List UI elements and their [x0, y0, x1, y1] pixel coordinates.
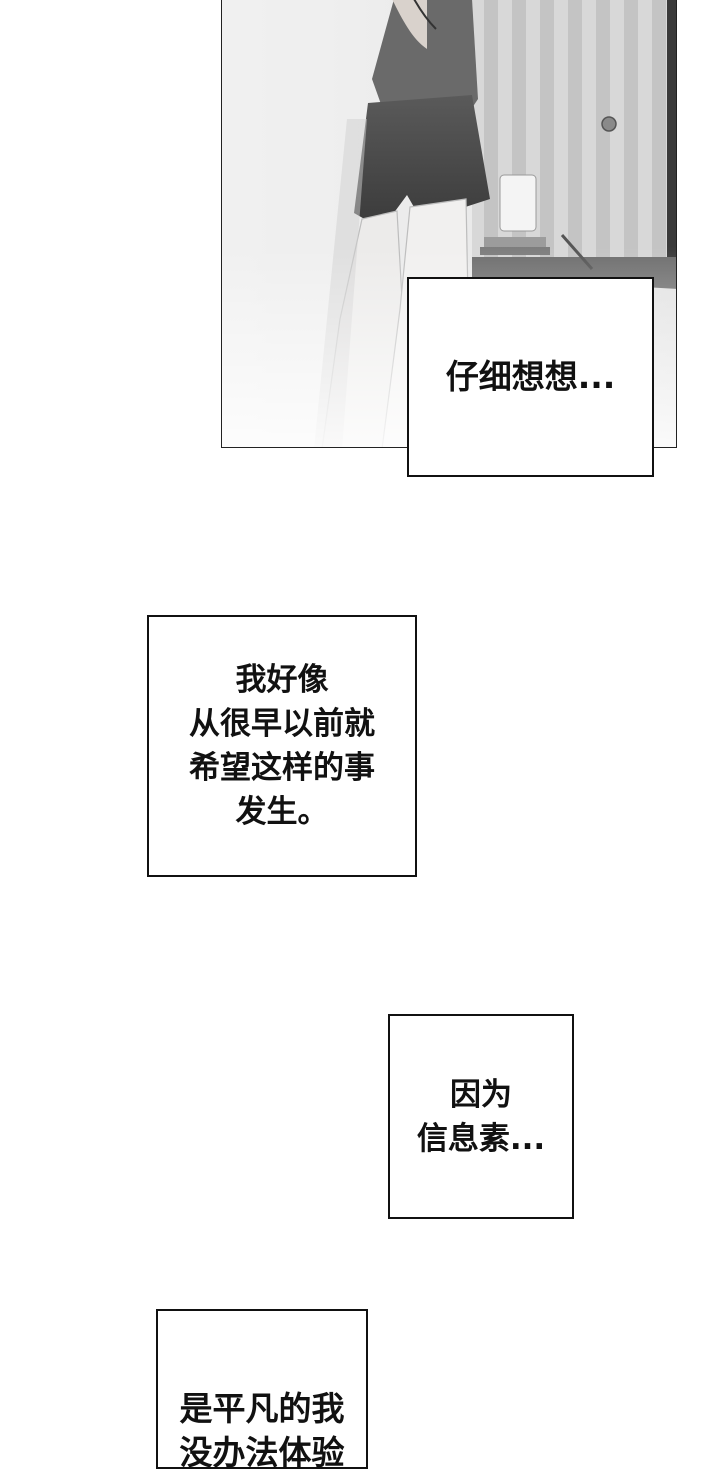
caption-text: 仔细想想... — [445, 357, 616, 396]
caption-box: 我好像 从很早以前就 希望这样的事 发生。 — [147, 615, 417, 877]
caption-text: 我好像 从很早以前就 希望这样的事 发生。 — [189, 662, 375, 830]
caption-box: 是平凡的我 没办法体验 — [156, 1309, 368, 1472]
caption-text: 因为 信息素... — [416, 1076, 546, 1157]
caption-box: 因为 信息素... — [388, 1014, 574, 1219]
caption-text: 是平凡的我 没办法体验 — [179, 1389, 345, 1472]
caption-box: 仔细想想... — [407, 277, 654, 477]
